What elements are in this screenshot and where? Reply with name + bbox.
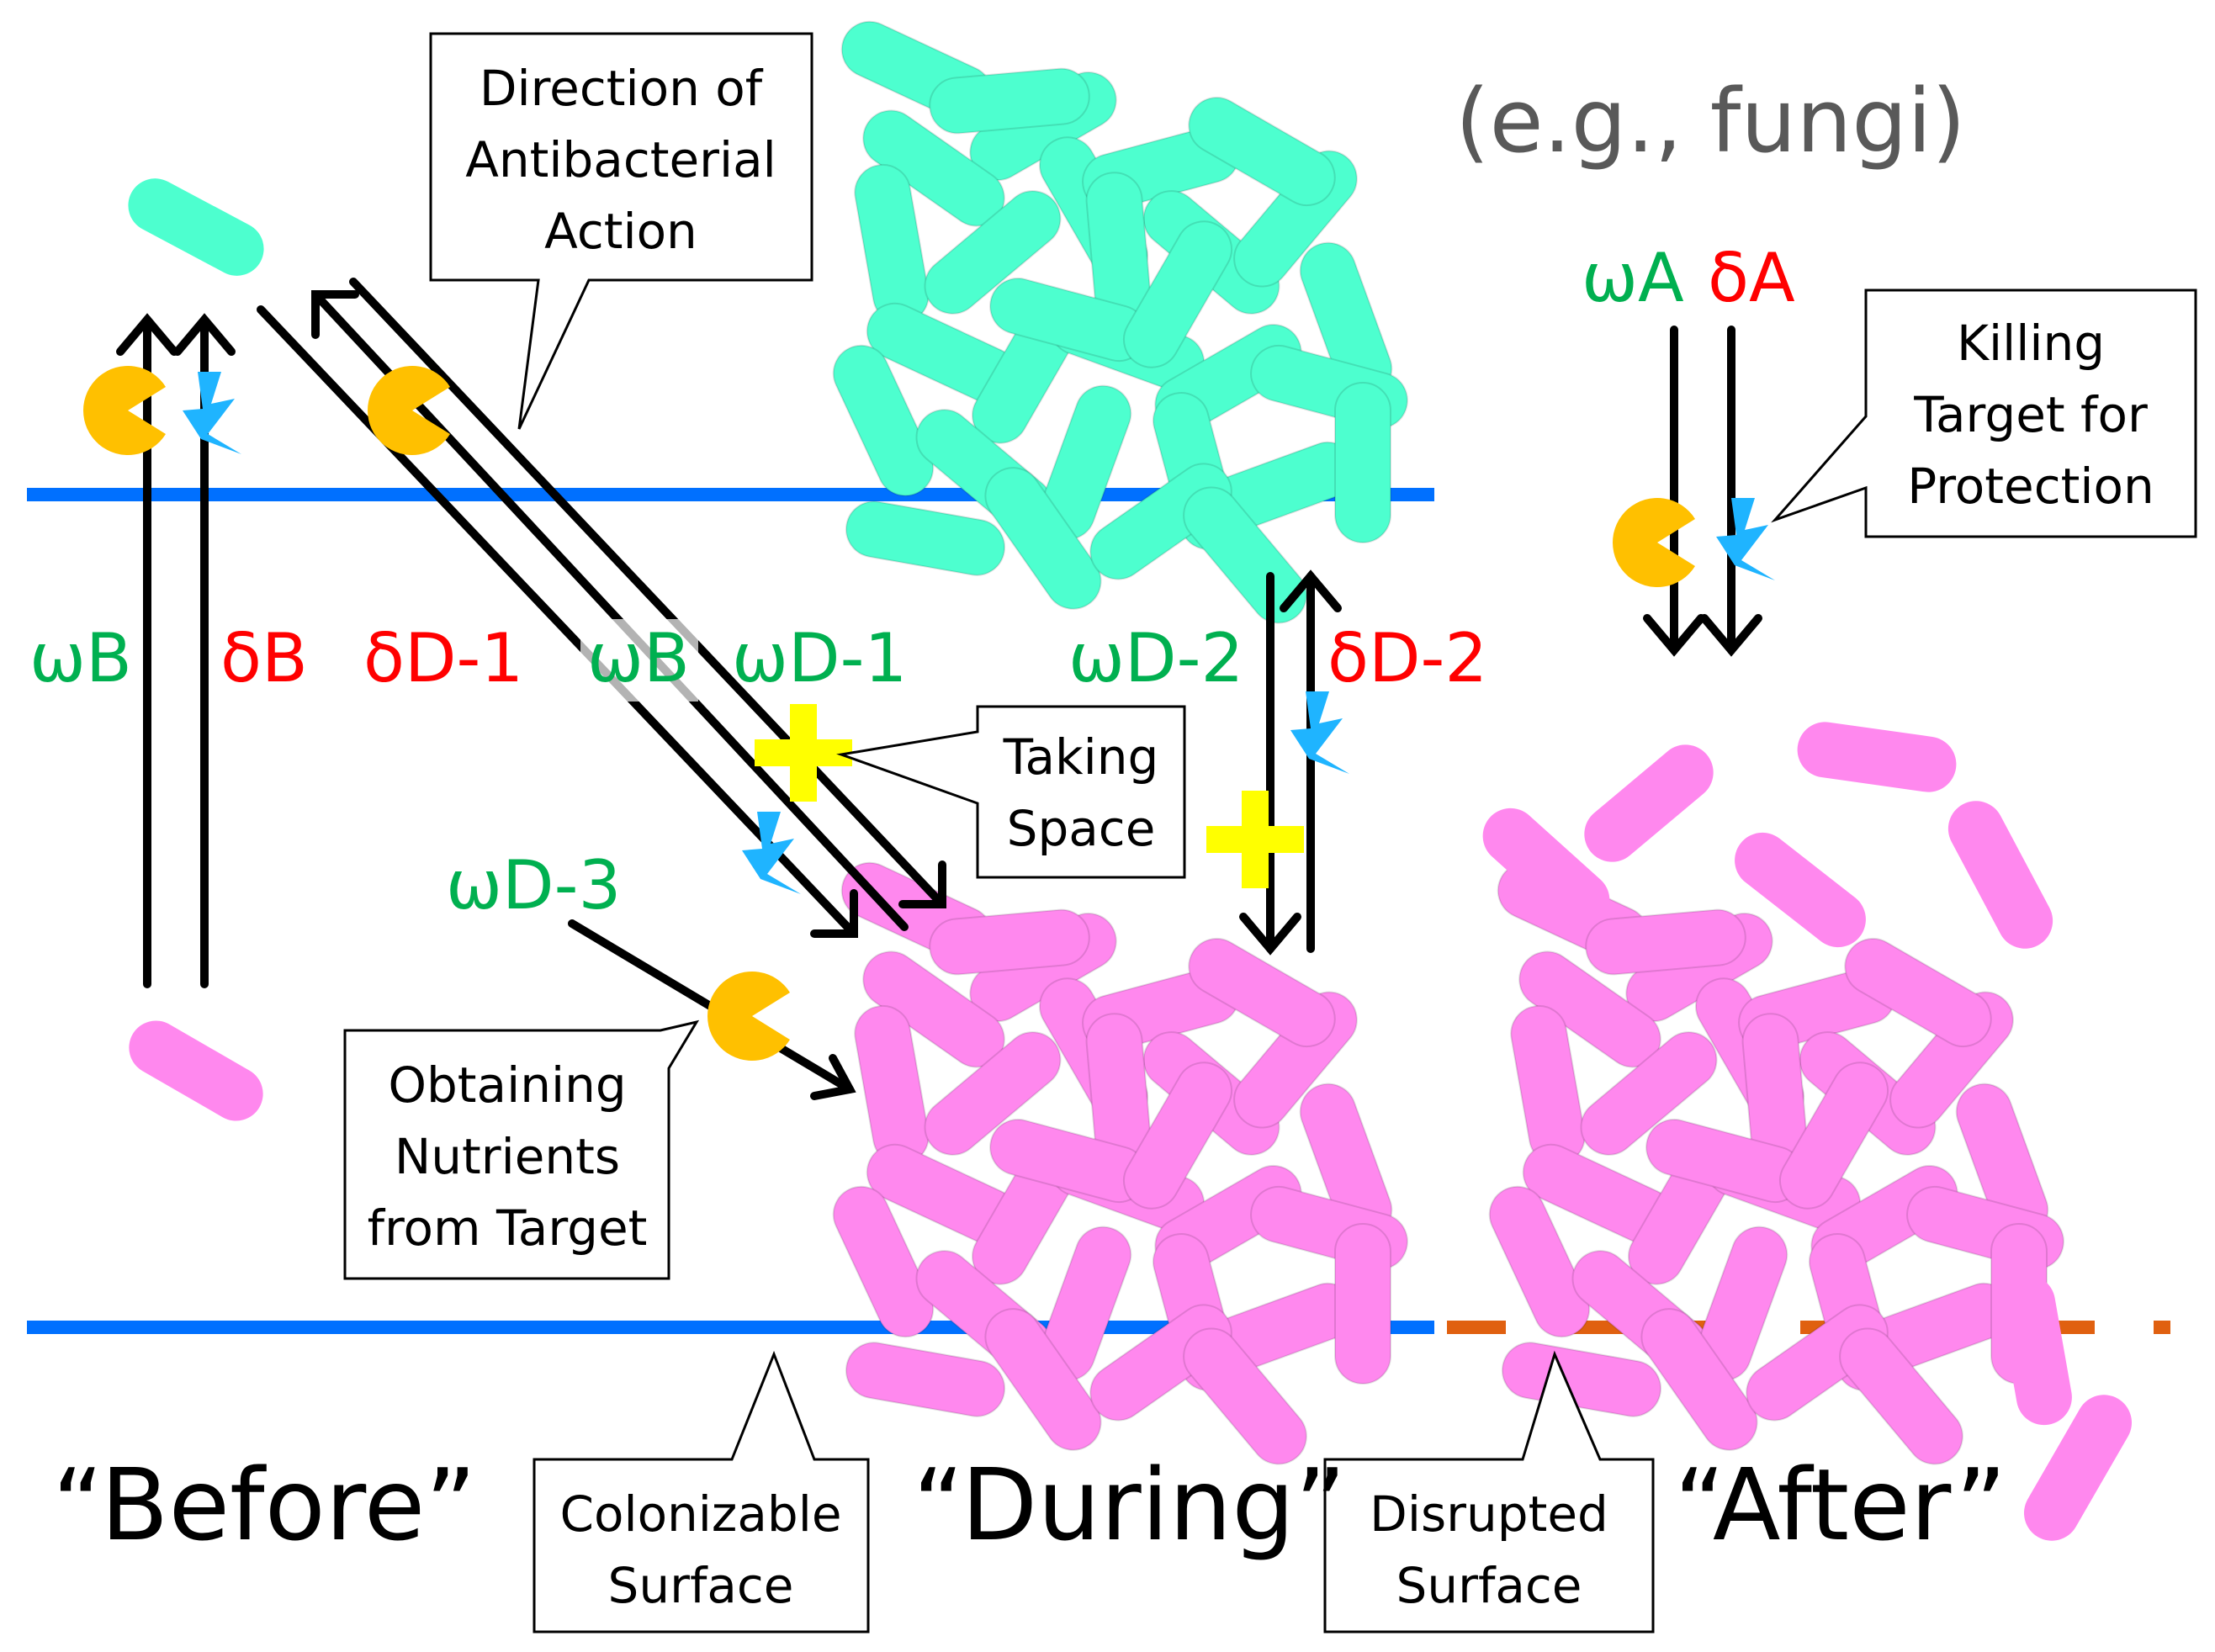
label-wD2: ωD-2 bbox=[1068, 619, 1243, 697]
callout-nutrients-line1: Obtaining bbox=[388, 1056, 626, 1114]
bacterium-cell bbox=[1779, 1062, 1889, 1210]
bacterium-cell bbox=[1334, 382, 1391, 543]
label-wA: ωA bbox=[1582, 239, 1684, 317]
bacterium-cell bbox=[832, 1185, 935, 1338]
pacman-icon bbox=[707, 972, 790, 1061]
bacterium-cell bbox=[1183, 486, 1307, 624]
label-dA: δA bbox=[1708, 239, 1795, 317]
lightning-bolt-icon bbox=[183, 372, 241, 454]
label-wB-mid: ωB bbox=[587, 619, 690, 697]
arrow-dD1-diagonal bbox=[257, 305, 858, 938]
phase-during: “During” bbox=[913, 1447, 1346, 1563]
bacterium-cell bbox=[1844, 938, 1992, 1047]
bacterium-cell bbox=[924, 190, 1062, 315]
example-fungi-label: (e.g., fungi) bbox=[1455, 70, 1966, 172]
bacterium-cell bbox=[1188, 938, 1336, 1047]
bacterium-cell bbox=[1123, 220, 1232, 368]
bacterium-cell bbox=[1488, 1185, 1591, 1338]
plus-icon bbox=[1206, 791, 1304, 888]
bacterium-cell bbox=[929, 908, 1090, 976]
phase-after: “After” bbox=[1674, 1447, 2006, 1563]
lightning-bolt-icon bbox=[1716, 498, 1775, 580]
callout-nutrients-line2: Nutrients bbox=[395, 1128, 620, 1185]
label-dD2: δD-2 bbox=[1327, 619, 1487, 697]
bacterium-cell bbox=[1123, 1062, 1232, 1210]
callout-nutrients: Obtaining Nutrients from Target bbox=[343, 1019, 700, 1280]
bacterium-cell bbox=[832, 344, 935, 497]
callout-direction: Direction of Antibacterial Action bbox=[429, 32, 813, 430]
bacterium-cell bbox=[1183, 1327, 1307, 1465]
callout-nutrients-line3: from Target bbox=[368, 1199, 648, 1257]
callout-disrupted-line1: Disrupted bbox=[1370, 1485, 1608, 1543]
callout-colonizable-line1: Colonizable bbox=[559, 1485, 841, 1543]
label-dD1: δD-1 bbox=[363, 619, 523, 697]
callout-killing-line2: Target for bbox=[1913, 386, 2148, 443]
bacterium-cell bbox=[984, 1308, 1102, 1451]
pacman-icon bbox=[368, 366, 450, 455]
label-wB-mid-backdrop bbox=[580, 619, 698, 702]
pink-bacteria-cluster bbox=[832, 861, 1408, 1465]
bacterium-cell bbox=[1585, 908, 1746, 976]
label-wB-left: ωB bbox=[29, 619, 132, 697]
label-wD1: ωD-1 bbox=[732, 619, 907, 697]
callout-taking-line2: Space bbox=[1007, 800, 1156, 857]
bacterium-cell bbox=[1501, 1342, 1662, 1417]
pacman-icon bbox=[83, 366, 166, 455]
callout-disrupted: Disrupted Surface bbox=[1323, 1350, 1655, 1633]
callout-direction-line3: Action bbox=[544, 203, 697, 260]
lone-teal-bacterium bbox=[128, 178, 264, 276]
bacterium-cell bbox=[929, 67, 1090, 135]
callout-taking-line1: Taking bbox=[1003, 728, 1159, 786]
callout-disrupted-line2: Surface bbox=[1396, 1557, 1582, 1614]
label-dB: δB bbox=[220, 619, 308, 697]
bacterium-cell bbox=[1188, 97, 1336, 206]
lightning-bolt-icon bbox=[1290, 691, 1349, 774]
scattered-pink-bacteria bbox=[1482, 722, 2132, 1541]
arrow-dD2-up bbox=[1280, 569, 1342, 953]
label-wD3: ωD-3 bbox=[446, 846, 621, 924]
callout-killing-line3: Protection bbox=[1907, 458, 2154, 515]
bacterium-cell bbox=[984, 467, 1102, 610]
bacterium-cell bbox=[845, 500, 1006, 576]
callout-direction-line2: Antibacterial bbox=[465, 131, 776, 188]
arrow-wA-down bbox=[1643, 326, 1705, 657]
arrow-wD2-down bbox=[1239, 572, 1301, 956]
arrow-dA-down bbox=[1700, 326, 1762, 657]
callout-killing-line1: Killing bbox=[1957, 315, 2105, 372]
bacterium-cell bbox=[924, 1031, 1062, 1156]
teal-bacteria-cluster bbox=[832, 20, 1408, 624]
bacterium-cell bbox=[1640, 1308, 1758, 1451]
bacterium-cell bbox=[845, 1342, 1006, 1417]
lone-pink-bacterium bbox=[129, 1020, 263, 1121]
callout-taking-space: Taking Space bbox=[836, 705, 1186, 879]
bacterium-cell bbox=[1580, 1031, 1718, 1156]
callout-killing: Killing Target for Protection bbox=[1771, 289, 2197, 538]
bacterium-cell bbox=[1839, 1327, 1963, 1465]
arrow-wD1-diagonal bbox=[349, 278, 946, 908]
bacterium-cell bbox=[1334, 1223, 1391, 1385]
callout-colonizable-line2: Surface bbox=[608, 1557, 794, 1614]
callout-colonizable: Colonizable Surface bbox=[533, 1350, 870, 1633]
phase-before: “Before” bbox=[52, 1447, 476, 1563]
pink-bacteria-cluster-after bbox=[1488, 861, 2064, 1465]
pacman-icon bbox=[1613, 498, 1695, 587]
callout-direction-line1: Direction of bbox=[480, 60, 764, 117]
